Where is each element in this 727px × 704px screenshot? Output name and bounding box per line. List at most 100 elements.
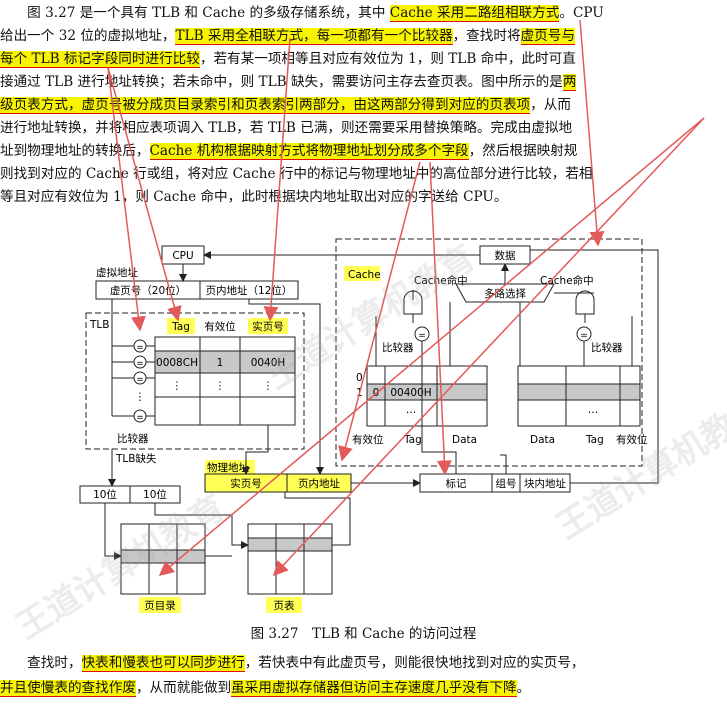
- tlb-tag-header-text: Tag: [171, 321, 190, 333]
- page-dir-label: 页目录: [144, 600, 176, 612]
- text-run: ，若快表中有此虚页号，则能很快地找到对应的实页号，: [244, 655, 585, 671]
- cache-box: [335, 238, 643, 467]
- eq-symbol: =: [418, 331, 426, 341]
- col-tag2: Tag: [585, 434, 604, 446]
- eq-symbol: =: [136, 375, 144, 385]
- col-tag: Tag: [403, 434, 422, 446]
- vpn-label: 虚页号（20位）: [110, 284, 186, 297]
- tlb-miss-label: TLB缺失: [115, 452, 157, 465]
- tlb-vdots: ⋮: [215, 380, 226, 392]
- col-valid2: 有效位: [616, 433, 648, 446]
- p1-line: 级页表方式，虚页号被分成页目录索引和页表索引两部分，由这两部分得到对应的页表项，…: [0, 94, 571, 117]
- p1-line: 进行地址转换，并将相应表项调入 TLB，若 TLB 已满，则还需要采用替换策略。…: [0, 117, 572, 140]
- and-gate-left: [403, 290, 423, 315]
- text-run: ，查找时将: [452, 28, 521, 44]
- tlb-label: TLB: [89, 319, 109, 331]
- page-table-label: 页表: [274, 599, 295, 612]
- text-run: ，然后根据映射规: [468, 143, 578, 159]
- cache-hit-left: Cache命中: [414, 274, 468, 287]
- highlighted-text: TLB 采用全相联方式，每一项都有一个比较器: [175, 28, 453, 45]
- text-run: 。CPU: [559, 5, 604, 21]
- tlb-comparators: [111, 333, 155, 423]
- tlb-row-ppn: 0040H: [251, 357, 286, 369]
- text-run: 址到物理地址的转换后，: [0, 143, 150, 159]
- tlb-ppn-header: [248, 318, 288, 334]
- mux-label: 多路选择: [484, 287, 526, 300]
- highlighted-text: 虽采用虚拟存储器但访问主存速度几乎没有下降: [231, 680, 517, 697]
- tag-field-label: 标记: [446, 478, 467, 490]
- cache-label: Cache: [348, 269, 381, 281]
- block-field-label: 块内地址: [524, 477, 566, 490]
- text-run: 接通过 TLB 进行地址转换；若未命中，则 TLB 缺失，需要访问主存去查页表。…: [0, 74, 563, 90]
- eq-symbol: =: [136, 359, 144, 369]
- cache-cmp-left-label: 比较器: [382, 341, 414, 354]
- eq-symbol: =: [136, 413, 144, 423]
- eq-symbol: =: [136, 343, 144, 353]
- p2-line: 查找时，快表和慢表也可以同步进行，若快表中有此虚页号，则能很快地找到对应的实页号…: [0, 652, 585, 675]
- text-run: 等且对应有效位为 1，则 Cache 命中，此时根据块内地址取出对应的字送给 C…: [0, 189, 508, 205]
- tlb-valid-header: 有效位: [204, 320, 236, 333]
- highlighted-text: 快表和慢表也可以同步进行: [81, 655, 245, 672]
- col-data: Data: [452, 434, 477, 446]
- highlighted-text: 每个 TLB 标记字段同时进行比较: [0, 51, 200, 68]
- virtual-address-label: 虚拟地址: [96, 266, 138, 279]
- dir-index-label: 10位: [93, 488, 117, 501]
- page-directory: [120, 523, 206, 595]
- tlb-box: [85, 312, 305, 450]
- p1-line: 给出一个 32 位的虚拟地址，TLB 采用全相联方式，每一项都有一个比较器，查找…: [0, 25, 575, 48]
- tlb-comparator-label: 比较器: [117, 432, 149, 445]
- p1-line: 则找到对应的 Cache 行或组，将对应 Cache 行中的标记与物理地址中的高…: [0, 163, 593, 186]
- highlighted-text: Cache 机构根据映射方式将物理地址划分成多个字段: [149, 143, 469, 160]
- cache-way-left: [366, 365, 488, 427]
- text-run: 查找时，: [0, 655, 82, 671]
- highlighted-text: 并且使慢表的查找作废: [0, 680, 136, 697]
- and-gate-right: [575, 290, 595, 315]
- text-run: ，从而就能做到: [135, 680, 232, 696]
- cache-dots: …: [406, 404, 417, 416]
- highlighted-text: Cache 采用二路组相联方式: [389, 5, 560, 22]
- col-data2: Data: [530, 434, 555, 446]
- set-0-label: 0: [356, 372, 363, 384]
- p1-line: 接通过 TLB 进行地址转换；若未命中，则 TLB 缺失，需要访问主存去查页表。…: [0, 71, 577, 94]
- p1-line: 图 3.27 是一个具有 TLB 和 Cache 的多级存储系统，其中 Cach…: [0, 2, 604, 25]
- mux-shape: [455, 283, 555, 303]
- p1-line: 每个 TLB 标记字段同时进行比较，若有某一项相等且对应有效位为 1，则 TLB…: [0, 48, 576, 71]
- p2-line: 并且使慢表的查找作废，从而就能做到虽采用虚拟存储器但访问主存速度几乎没有下降。: [0, 677, 530, 700]
- highlighted-text: 虚页号与: [520, 28, 575, 45]
- row1-tag: 00400H: [390, 387, 431, 399]
- tlb-vdots: ⋮: [263, 380, 274, 392]
- text-run: 图 3.27 是一个具有 TLB 和 Cache 的多级存储系统，其中: [0, 5, 390, 21]
- tlb-row-tag: 0008CH: [156, 357, 198, 369]
- tlb-tag-header: [167, 318, 195, 334]
- cache-hit-right: Cache命中: [540, 274, 594, 287]
- tlb-ppn-header-text: 实页号: [252, 320, 284, 333]
- highlighted-text: 级页表方式，虚页号被分成页目录索引和页表索引两部分，由这两部分得到对应的页表项: [0, 97, 531, 114]
- data-label: 数据: [495, 249, 516, 262]
- figure-caption: 图 3.27 TLB 和 Cache 的访问过程: [250, 626, 477, 642]
- set-field-label: 组号: [496, 477, 517, 490]
- text-run: 进行地址转换，并将相应表项调入 TLB，若 TLB 已满，则还需要采用替换策略。…: [0, 120, 573, 136]
- tlb-vdots: ⋮: [172, 380, 183, 392]
- highlighted-text: 两: [562, 74, 577, 91]
- page-offset-label: 页内地址: [298, 477, 340, 490]
- text-run: 给出一个 32 位的虚拟地址，: [0, 28, 176, 44]
- cache-dots: …: [588, 404, 599, 416]
- text-run: ，若有某一项相等且对应有效位为 1，则 TLB 命中，此时可直: [199, 51, 576, 67]
- tlb-row-valid: 1: [217, 357, 224, 369]
- text-run: 则找到对应的 Cache 行或组，将对应 Cache 行中的标记与物理地址中的高…: [0, 166, 593, 182]
- cache-cmp-right-label: 比较器: [591, 341, 623, 354]
- physical-address-label: 物理地址: [207, 461, 249, 474]
- p1-line: 址到物理地址的转换后，Cache 机构根据映射方式将物理地址划分成多个字段，然后…: [0, 140, 577, 163]
- text-run: 。: [516, 680, 531, 696]
- cmp-vdots: ⋮: [135, 391, 146, 403]
- real-page-label: 实页号: [230, 477, 262, 490]
- text-run: ，从而: [530, 97, 571, 113]
- eq-symbol: =: [580, 331, 588, 341]
- col-valid: 有效位: [352, 433, 384, 446]
- p1-line: 等且对应有效位为 1，则 Cache 命中，此时根据块内地址取出对应的字送给 C…: [0, 186, 507, 209]
- cache-way-right: [517, 365, 641, 427]
- cpu-label: CPU: [172, 250, 193, 262]
- annotation-arrows: [107, 19, 705, 577]
- table-index-label: 10位: [143, 488, 167, 501]
- tlb-cache-figure: CPU 虚拟地址 虚页号（20位） 页内地址（12位） TLB Tag 有效位 …: [79, 19, 705, 613]
